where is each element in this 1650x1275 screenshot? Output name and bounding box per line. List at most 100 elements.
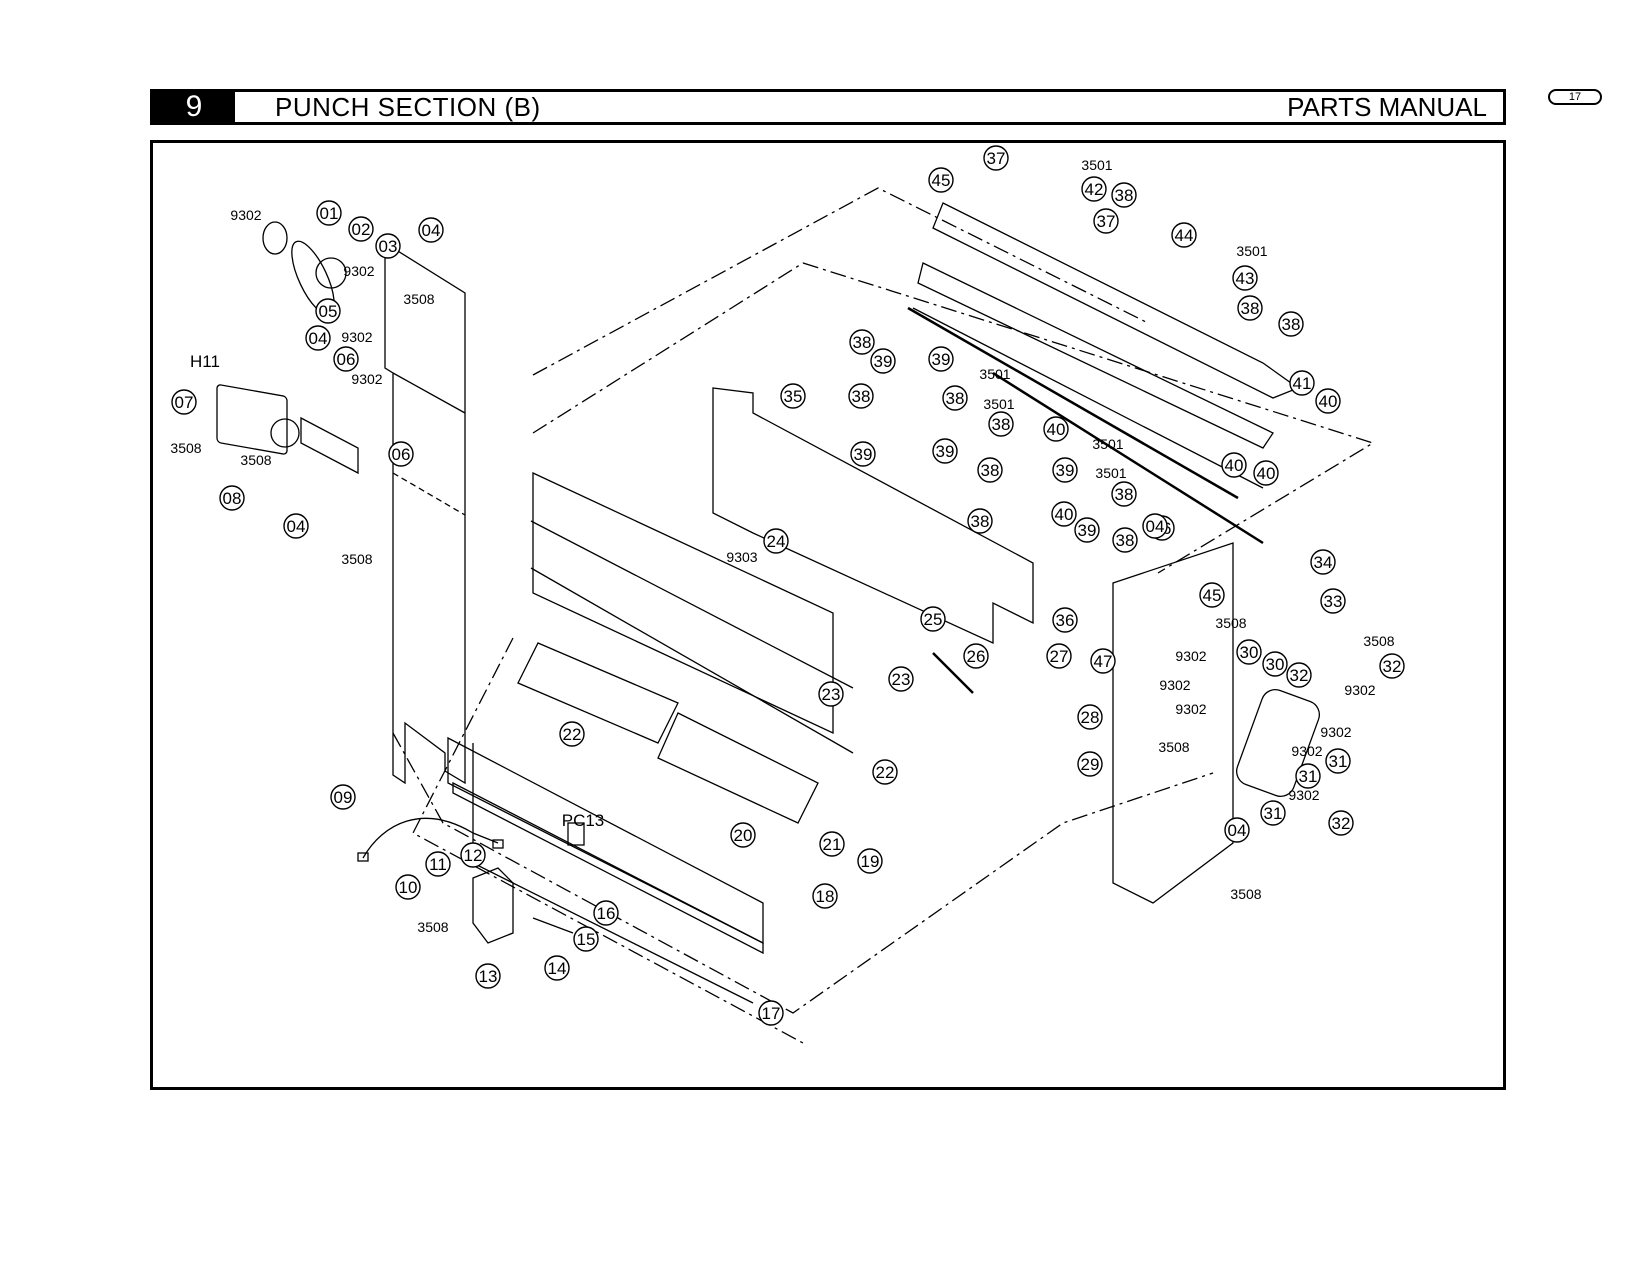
callout-number: 39: [932, 350, 951, 369]
part-callout: 27: [1046, 643, 1072, 669]
callout-circle: [1232, 265, 1258, 291]
callout-circle: [1043, 416, 1069, 442]
part-callout: 38: [942, 385, 968, 411]
callout-circle: [425, 851, 451, 877]
callout-number: 04: [287, 517, 306, 536]
callout-number: 38: [992, 415, 1011, 434]
screw-code-label: 9302: [1175, 648, 1206, 664]
screw-code-label: 3501: [979, 366, 1010, 382]
callout-number: 02: [352, 220, 371, 239]
callout-circle: [305, 325, 331, 351]
callout-circle: [928, 167, 954, 193]
callout-circle: [1199, 582, 1225, 608]
callout-number: 23: [822, 685, 841, 704]
part-callout: 40: [1221, 452, 1247, 478]
callout-circle: [1052, 607, 1078, 633]
callout-circle: [1077, 751, 1103, 777]
part-callout: 08: [219, 485, 245, 511]
callout-number: 34: [1314, 553, 1333, 572]
callout-circle: [1260, 800, 1286, 826]
part-callout: 26: [963, 643, 989, 669]
part-callout: 39: [870, 348, 896, 374]
callout-circle: [544, 955, 570, 981]
part-callout: 29: [1077, 751, 1103, 777]
callout-number: 16: [597, 904, 616, 923]
callout-number: 18: [816, 887, 835, 906]
part-callout: 14: [544, 955, 570, 981]
screw-code-label: 9302: [230, 207, 261, 223]
part-callout: 30: [1262, 651, 1288, 677]
callout-number: 06: [337, 350, 356, 369]
part-callout: 13: [475, 963, 501, 989]
part-callout: 32: [1286, 662, 1312, 688]
part-callout: 16: [593, 900, 619, 926]
callout-number: 08: [223, 489, 242, 508]
part-callout: 38: [988, 411, 1014, 437]
part-callout: 19: [857, 848, 883, 874]
part-callout: 45: [1199, 582, 1225, 608]
part-callout: 05: [315, 298, 341, 324]
callout-circle: [758, 1000, 784, 1026]
screw-code-label: 3501: [1236, 243, 1267, 259]
callout-circle: [1221, 452, 1247, 478]
callout-circle: [763, 528, 789, 554]
callout-number: 45: [932, 171, 951, 190]
callout-number: 39: [1078, 521, 1097, 540]
part-callout: 31: [1295, 763, 1321, 789]
callout-circle: [1325, 748, 1351, 774]
callout-circle: [848, 383, 874, 409]
callout-circle: [780, 383, 806, 409]
part-callout: 22: [872, 759, 898, 785]
part-callout: 03: [375, 233, 401, 259]
callout-number: 28: [1081, 708, 1100, 727]
callout-number: 26: [967, 647, 986, 666]
callout-circle: [559, 721, 585, 747]
part-callout: 24: [763, 528, 789, 554]
callout-number: 10: [399, 878, 418, 897]
callout-number: 13: [479, 967, 498, 986]
callout-number: 38: [971, 512, 990, 531]
callout-number: 36: [1056, 611, 1075, 630]
callout-number: 45: [1203, 586, 1222, 605]
screw-code-label: 3501: [1095, 465, 1126, 481]
callout-circle: [888, 666, 914, 692]
part-callout: 21: [819, 831, 845, 857]
callout-circle: [963, 643, 989, 669]
part-callout: 17: [758, 1000, 784, 1026]
callout-number: 38: [1115, 485, 1134, 504]
part-callout: 32: [1328, 810, 1354, 836]
part-callout: 43: [1232, 265, 1258, 291]
callout-circle: [1111, 182, 1137, 208]
callout-number: 39: [874, 352, 893, 371]
callout-number: 39: [854, 445, 873, 464]
callout-circle: [330, 784, 356, 810]
part-callout: 10: [395, 874, 421, 900]
callout-circle: [375, 233, 401, 259]
callout-number: 38: [852, 387, 871, 406]
callout-number: 27: [1050, 647, 1069, 666]
part-callout: 40: [1253, 460, 1279, 486]
callout-number: 12: [464, 846, 483, 865]
part-callout: 45: [928, 167, 954, 193]
callout-circle: [388, 441, 414, 467]
part-callout: 44: [1171, 222, 1197, 248]
callout-circle: [1074, 517, 1100, 543]
callout-number: 04: [1146, 517, 1165, 536]
screw-code-label: 3508: [240, 452, 271, 468]
callout-circle: [1236, 639, 1262, 665]
part-callout: 02: [348, 216, 374, 242]
callout-number: 37: [1097, 212, 1116, 231]
callout-circle: [870, 348, 896, 374]
screw-code-label: 9303: [726, 549, 757, 565]
callout-circle: [333, 346, 359, 372]
callout-number: 33: [1324, 592, 1343, 611]
callout-number: 06: [392, 445, 411, 464]
callout-number: 40: [1225, 456, 1244, 475]
part-callout: 07: [171, 389, 197, 415]
callout-number: 40: [1047, 420, 1066, 439]
callout-number: 40: [1055, 505, 1074, 524]
page-number-badge: 17: [1548, 89, 1602, 105]
callout-number: 24: [767, 532, 786, 551]
